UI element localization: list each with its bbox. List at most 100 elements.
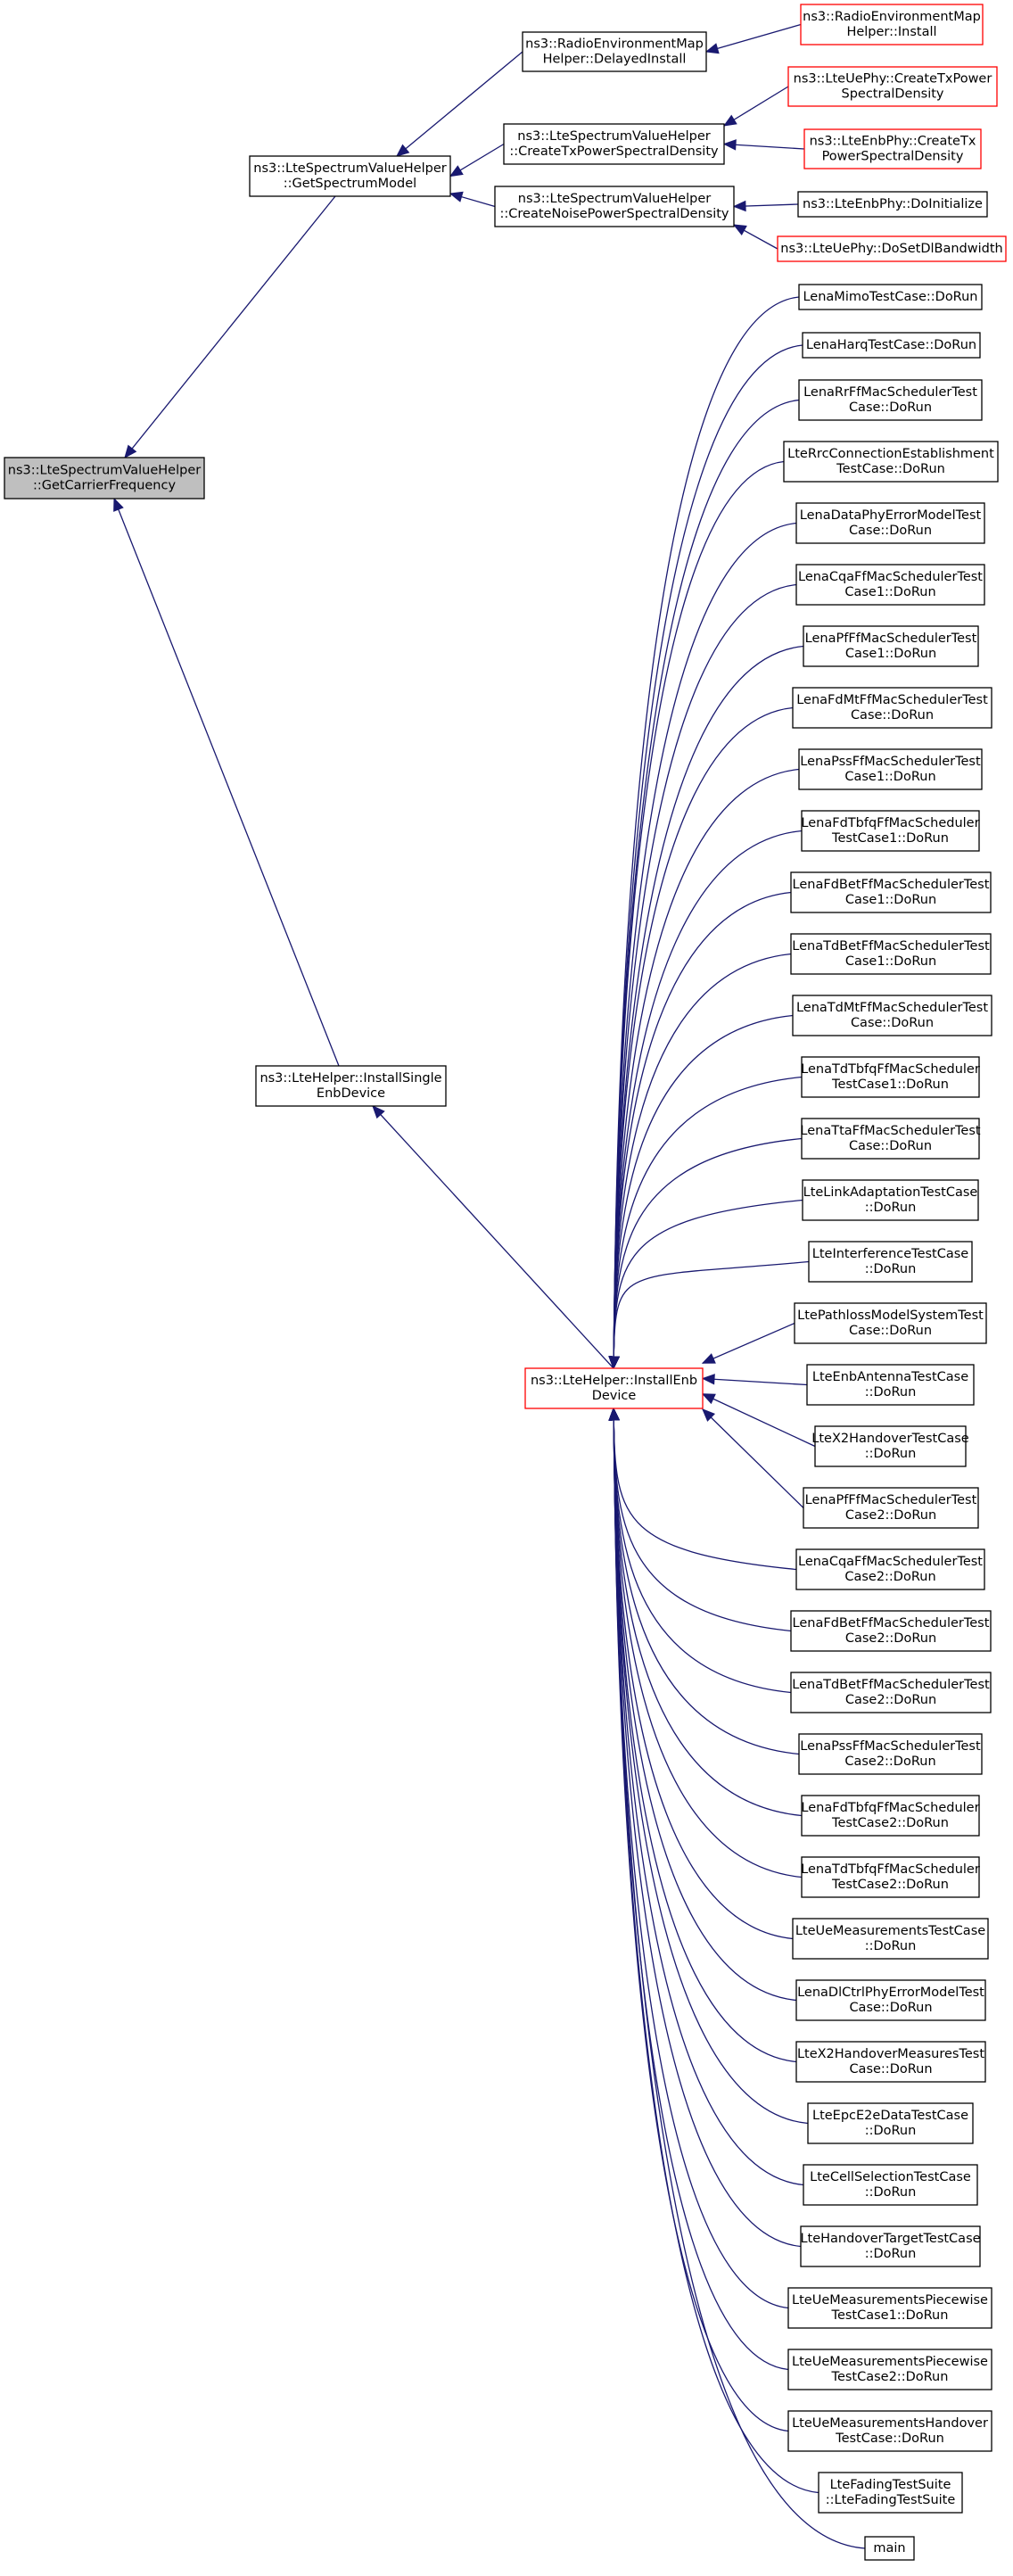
node-label-line: LteHandoverTargetTestCase [800,2232,980,2246]
graph-node-c32[interactable]: LteHandoverTargetTestCase::DoRun [800,2225,981,2267]
node-label-line: LenaFdBetFfMacSchedulerTest [793,878,990,892]
graph-node-enbPhyDoInit[interactable]: ns3::LteEnbPhy::DoInitialize [797,191,988,218]
edge-line [613,1408,797,1571]
node-label-line: LteEnbAntennaTestCase [812,1370,968,1384]
edge-line [613,1408,789,2309]
node-label-line: LteUeMeasurementsHandover [792,2416,988,2431]
graph-node-c31[interactable]: LteCellSelectionTestCase::DoRun [803,2164,978,2206]
node-box [800,2225,981,2267]
graph-node-createTx[interactable]: ns3::LteSpectrumValueHelper::CreateTxPow… [503,123,725,165]
edge-createNoise-to-getSpectrumModel [449,191,496,208]
node-box [790,1610,992,1652]
graph-node-c3[interactable]: LteRrcConnectionEstablishmentTestCase::D… [783,441,999,483]
node-label-line: LteUeMeasurementsTestCase [795,1924,985,1938]
node-label-line: LteX2HandoverMeasuresTest [797,2047,984,2061]
node-label-line: ::DoRun [865,2124,917,2138]
graph-node-c36[interactable]: LteFadingTestSuite::LteFadingTestSuite [818,2472,963,2514]
node-label-line: ::LteFadingTestSuite [826,2493,956,2507]
edge-c7-to-installEnb [608,706,794,1370]
node-label-line: ns3::LteHelper::InstallSingle [259,1071,441,1086]
graph-node-uePhySetDl[interactable]: ns3::LteUePhy::DoSetDlBandwidth [777,235,1007,262]
edge-line [613,1199,803,1369]
node-label-line: LenaMimoTestCase::DoRun [803,290,977,304]
graph-node-c0[interactable]: LenaMimoTestCase::DoRun [798,284,983,310]
edge-line [613,1408,789,2371]
graph-node-c19[interactable]: LteX2HandoverTestCase::DoRun [811,1425,969,1467]
graph-node-createNoise[interactable]: ns3::LteSpectrumValueHelper::CreateNoise… [494,186,735,227]
graph-node-c1[interactable]: LenaHarqTestCase::DoRun [802,332,981,359]
graph-node-c16[interactable]: LteInterferenceTestCase::DoRun [808,1241,973,1283]
node-label-line: ::GetSpectrumModel [284,177,416,191]
node-label-line: LteInterferenceTestCase [812,1247,969,1261]
edge-line [613,1260,810,1369]
edge-c37-to-installEnb [608,1407,866,2549]
edge-delayedInstall-to-getSpectrumModel [396,51,523,157]
node-label-line: LenaHarqTestCase::DoRun [806,338,976,352]
graph-node-c37[interactable]: main [864,2536,915,2561]
graph-node-c15[interactable]: LteLinkAdaptationTestCase::DoRun [802,1179,979,1221]
graph-node-c27[interactable]: LteUeMeasurementsTestCase::DoRun [792,1918,989,1960]
edge-c14-to-installEnb [608,1137,803,1370]
node-label-line: Case::DoRun [849,1324,932,1338]
graph-node-c18[interactable]: LteEnbAntennaTestCase::DoRun [806,1364,975,1406]
edge-line [124,195,336,458]
node-label-line: LenaTtaFfMacSchedulerTest [800,1124,981,1138]
node-box [255,1065,447,1107]
node-label-line: LenaCqaFfMacSchedulerTest [798,1555,983,1569]
nodes-layer: ns3::LteSpectrumValueHelper::GetCarrierF… [4,4,1007,2561]
node-label-line: ns3::LteSpectrumValueHelper [8,464,201,478]
graph-node-delayedInstall[interactable]: ns3::RadioEnvironmentMapHelper::DelayedI… [522,31,707,72]
graph-node-enbPhyCreateTx[interactable]: ns3::LteEnbPhy::CreateTxPowerSpectralDen… [803,128,982,169]
edge-c24-to-installEnb [608,1407,800,1755]
graph-node-c34[interactable]: LteUeMeasurementsPiecewiseTestCase2::DoR… [787,2349,992,2390]
node-box [807,2102,974,2144]
graph-node-uePhyCreateTx[interactable]: ns3::LteUePhy::CreateTxPowerSpectralDens… [787,66,998,107]
graph-node-c30[interactable]: LteEpcE2eDataTestCase::DoRun [807,2102,974,2144]
node-label-line: LenaDlCtrlPhyErrorModelTest [797,1986,984,2000]
node-box [801,810,980,852]
graph-node-c33[interactable]: LteUeMeasurementsPiecewiseTestCase1::DoR… [787,2287,992,2329]
edge-arrowhead [701,1353,716,1364]
node-label-line: LenaFdMtFfMacSchedulerTest [796,693,988,707]
graph-node-getSpectrumModel[interactable]: ns3::LteSpectrumValueHelper::GetSpectrum… [249,155,451,197]
node-box [787,66,998,107]
node-label-line: TestCase::DoRun [835,2432,944,2446]
node-box [801,1856,980,1898]
node-box [803,2164,978,2206]
node-label-line: ::DoRun [865,1385,917,1399]
edge-installSingle-to-root [113,497,340,1067]
edge-line [723,143,805,150]
edge-c27-to-installEnb [608,1407,794,1940]
edge-c18-to-installEnb [701,1374,808,1386]
node-label-line: Case2::DoRun [845,1693,936,1707]
node-label-line: ::DoRun [865,2185,917,2200]
edge-line [613,1408,819,2494]
edge-line [613,1408,797,2002]
